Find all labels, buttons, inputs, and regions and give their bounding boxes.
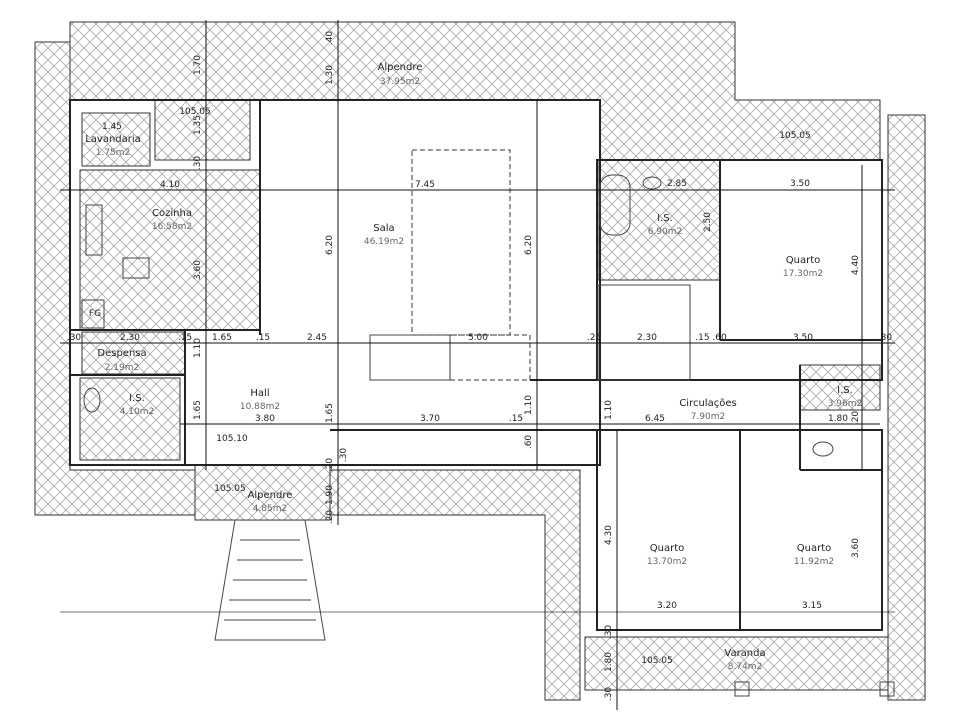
dimension-label: 2.45 [307,333,327,343]
dimension-label: 1.10 [193,338,203,358]
dimension-label: 1.65 [193,400,203,420]
room-area: 4.85m2 [253,504,288,514]
dimension-label: .15 [509,414,523,424]
dimension-label: 1.80 [828,414,848,424]
dimension-label: 1.45 [102,122,122,132]
room-area: 17.30m2 [783,269,823,279]
dimension-label: .20 [325,458,335,473]
room-area: 37.95m2 [380,77,420,87]
walls [69,99,883,631]
dimension-label: 1.80 [604,652,614,672]
dimension-label: .30 [339,448,349,463]
dimension-label: 3.50 [793,333,813,343]
dimension-label: 1.65 [325,403,335,423]
dimension-label: 6.45 [645,414,665,424]
room-area: 10.88m2 [240,402,280,412]
dimension-label: 6.20 [524,235,534,255]
dimension-label: .20 [851,411,861,426]
room-area: 16.58m2 [152,222,192,232]
room-area: 6.90m2 [648,227,683,237]
dimension-label: 1.30 [325,65,335,85]
dimension-label: .30 [193,156,203,171]
dimension-label: 4.40 [851,255,861,275]
room-area: 7.90m2 [691,412,726,422]
tiled-rooms [79,99,881,461]
room-area: 8.74m2 [728,662,763,672]
dimension-label: 1.90 [325,485,335,505]
dimension-label: 1.65 [212,333,232,343]
terraces [34,21,926,701]
dimension-label: .60 [524,435,534,450]
room-name: Lavandaria [85,134,141,145]
dimension-label: 3.50 [790,179,810,189]
dimension-label: 3.20 [657,601,677,611]
dimension-label: 3.15 [802,601,822,611]
room-name: Alpendre [378,62,423,73]
dimension-label: 4.10 [160,180,180,190]
room-name: Sala [373,223,394,234]
dimension-label: 1.10 [524,395,534,415]
dimension-label: .40 [325,31,335,46]
room-name: Varanda [724,648,765,659]
dimension-label: 2.30 [120,333,140,343]
room-name: Despensa [97,348,146,359]
room-area: 11.92m2 [794,557,834,567]
dimension-label: .15 .60 [695,333,727,343]
room-name: I.S. [837,385,853,396]
dimension-label: 2.50 [703,212,713,232]
dimension-label: 2.30 [637,333,657,343]
room-name: Cozinha [152,208,192,219]
room-area: 1.75m2 [96,148,131,158]
dimension-label: 3.60 [193,260,203,280]
dimension-label: 4.30 [604,525,614,545]
dimension-lines [60,20,895,710]
room-area: 46.19m2 [364,237,404,247]
elevation-label: 105.10 [216,434,248,444]
dimension-label: .15 [256,333,270,343]
dimension-label: .20 [325,510,335,525]
elevation-label: 105.05 [179,107,211,117]
dimension-label: .30 [604,625,614,640]
dimension-label: 7.45 [415,180,435,190]
elevation-label: 105.05 [779,131,811,141]
dimension-label: 1.70 [193,55,203,75]
room-name: Circulações [679,398,736,409]
dimension-label: 3.60 [851,538,861,558]
room-name: Quarto [797,543,832,554]
room-area: 13.70m2 [647,557,687,567]
room-area: 2.19m2 [105,363,140,373]
room-name: Hall [250,388,269,399]
dimension-label: 1.10 [604,400,614,420]
dimension-label: .30 [878,333,893,343]
dimension-label: .30 [67,333,82,343]
room-labels: Alpendre 37.95m2 Lavandaria 1.75m2 Cozin… [85,62,862,672]
room-name: Alpendre [248,490,293,501]
room-area: 4.10m2 [120,407,155,417]
room-area: 3.96m2 [828,399,863,409]
dimension-label: 3.70 [420,414,440,424]
stairs [81,149,895,697]
dimension-label: .15 [178,333,192,343]
dimension-label: FG [89,309,101,319]
dimension-label: 3.80 [255,414,275,424]
dimension-label: .30 [604,687,614,702]
dimension-label: .25 [587,333,601,343]
dimension-label: 6.20 [325,235,335,255]
room-name: Quarto [650,543,685,554]
room-name: Quarto [786,255,821,266]
room-name: I.S. [129,393,145,404]
dimension-label: 2.85 [667,179,687,189]
room-name: I.S. [657,213,673,224]
dimension-label: 5.00 [468,333,488,343]
elevation-label: 105.05 [214,484,246,494]
elevation-label: 105.05 [641,656,673,666]
dimension-label: 1.35 [193,115,203,135]
